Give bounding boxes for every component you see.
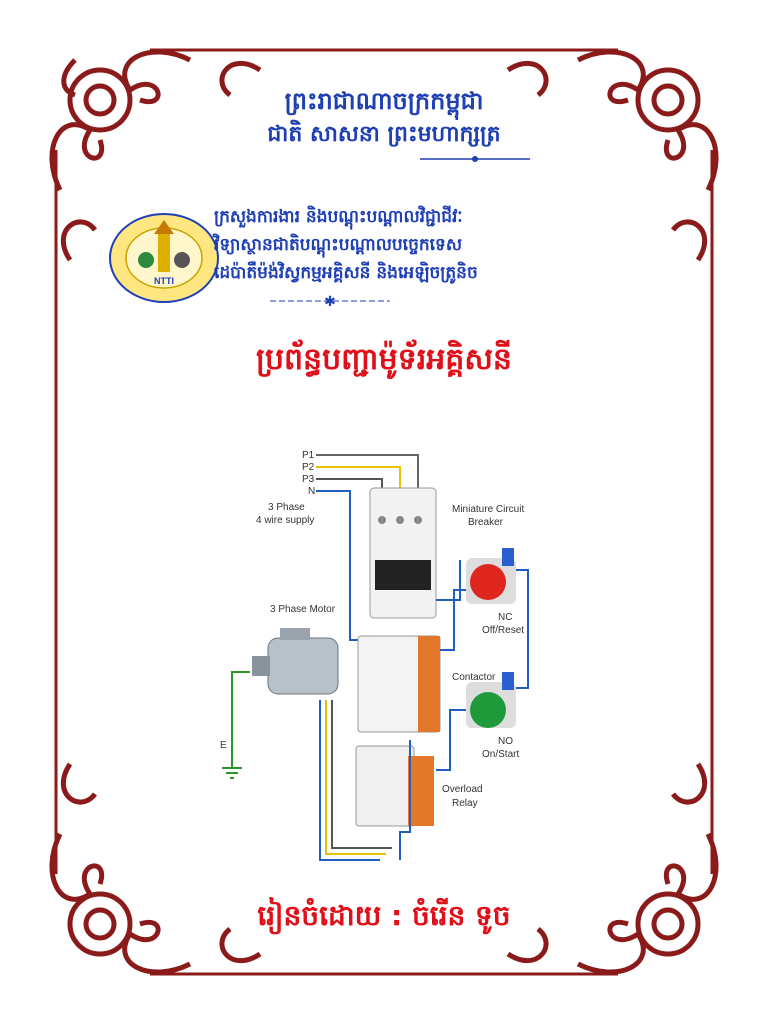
ministry-divider-ornament: ✱ (270, 294, 390, 308)
national-motto: ជាតិ សាសនា ព្រះមហាក្សត្រ (267, 122, 501, 147)
author-credit: រៀនចំដោយ : ចំរើន ទូច (257, 899, 511, 932)
logo-emblem-text: NTTI (154, 276, 174, 286)
motto-divider-ornament (420, 156, 530, 162)
label-supply-1: 3 Phase (268, 502, 305, 513)
kingdom-title: ព្រះរាជាណាចក្រកម្ពុជា (284, 87, 484, 115)
label-n: N (308, 486, 315, 497)
label-p1: P1 (302, 450, 315, 461)
label-contactor: Contactor (452, 672, 496, 683)
ministry-name: ក្រសួងការងារ និងបណ្តុះបណ្តាលវិជ្ជាជីវៈ (214, 207, 463, 227)
label-no-2: On/Start (482, 749, 519, 760)
corner-ornament-bottom-right (506, 762, 719, 975)
label-motor: 3 Phase Motor (270, 604, 336, 615)
institute-name: វិទ្យាស្ថានជាតិបណ្តុះបណ្តាលបច្ចេកទេស (214, 235, 463, 255)
label-nc-2: Off/Reset (482, 625, 524, 636)
three-phase-motor (252, 628, 339, 695)
label-mcb-1: Miniature Circuit (452, 504, 524, 515)
label-overload-2: Relay (452, 798, 478, 809)
label-overload-1: Overload (442, 784, 483, 795)
label-earth: E (220, 740, 227, 751)
document-title: ប្រព័ន្ធបញ្ជាម៉ូទ័រអគ្គិសនី (256, 342, 512, 377)
motor-control-wiring-diagram: P1 P2 P3 N 3 Phase 4 wire supply Miniatu… (220, 450, 529, 861)
corner-ornament-bottom-left (49, 762, 262, 975)
label-p2: P2 (302, 462, 315, 473)
label-supply-2: 4 wire supply (256, 515, 314, 526)
corner-ornament-top-left (49, 49, 262, 262)
corner-ornament-top-right (506, 49, 719, 262)
label-mcb-2: Breaker (468, 517, 504, 528)
ntti-logo: NTTI (109, 213, 219, 303)
label-no-1: NO (498, 736, 513, 747)
svg-text:✱: ✱ (324, 294, 336, 308)
label-p3: P3 (302, 474, 315, 485)
department-name: ដេប៉ាតឺម៉ង់វិស្វកម្មអគ្គិសនី និងអេឡិចត្រ… (214, 263, 478, 283)
label-nc-1: NC (498, 612, 512, 623)
no-pushbutton (466, 672, 516, 728)
nc-pushbutton (466, 548, 516, 604)
